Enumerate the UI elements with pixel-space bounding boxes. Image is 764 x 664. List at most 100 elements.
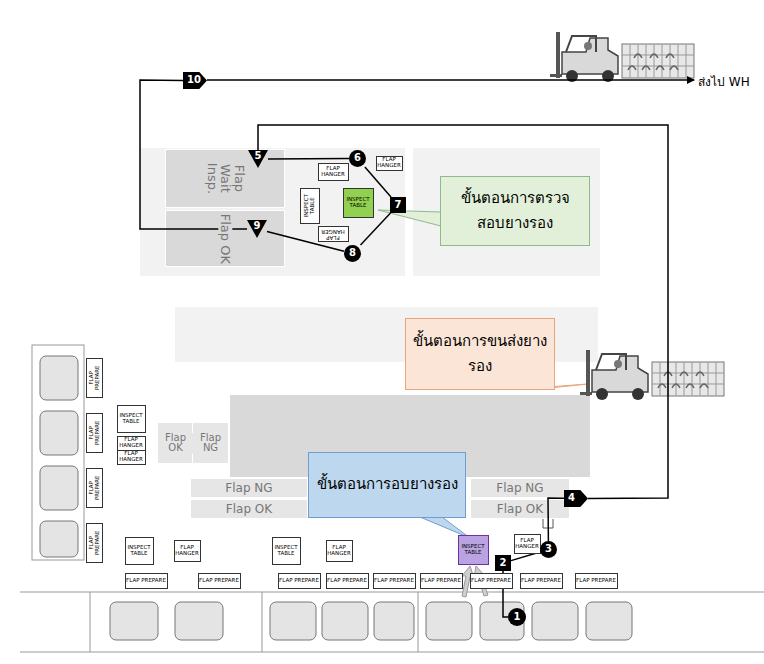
storage-area: Flap OK bbox=[165, 210, 285, 267]
equipment-label: FLAP HANGER bbox=[118, 437, 144, 449]
equipment-box: FLAP PREPARE bbox=[575, 573, 618, 589]
equipment-box: FLAP HANGER bbox=[326, 540, 353, 562]
step-number: 3 bbox=[545, 544, 552, 555]
equipment-label: FLAP HANGER bbox=[319, 166, 347, 178]
step-number: 7 bbox=[395, 200, 402, 211]
equipment-box: FLAP PREPARE bbox=[326, 573, 369, 589]
equipment-label: FLAP HANGER bbox=[377, 157, 401, 169]
callout-tails bbox=[378, 210, 441, 226]
equipment-label: FLAP PREPARE bbox=[374, 578, 414, 584]
area-label: Flap OK bbox=[225, 503, 273, 516]
inventory-triangle: 9 bbox=[247, 220, 267, 238]
equipment-label: FLAP PREPARE bbox=[89, 470, 101, 506]
equipment-label: FLAP PREPARE bbox=[89, 360, 101, 396]
machine-units bbox=[40, 356, 632, 640]
equipment-label: INSPECT TABLE bbox=[459, 544, 487, 556]
floor-regions bbox=[413, 148, 600, 276]
equipment-box: INSPECT TABLE bbox=[272, 537, 301, 565]
step-square: 7 bbox=[390, 197, 406, 213]
area-label: Flap NG bbox=[224, 482, 273, 495]
equipment-box: FLAP HANGER bbox=[376, 156, 403, 171]
storage-area: Flap OK bbox=[157, 422, 194, 464]
area-label: Flap OK bbox=[218, 212, 232, 265]
equipment-box: FLAP HANGER bbox=[117, 450, 146, 465]
equipment-box: FLAP PREPARE bbox=[86, 523, 103, 563]
equipment-box: INSPECT TABLE bbox=[343, 188, 374, 218]
equipment-box: INSPECT TABLE bbox=[458, 535, 489, 565]
equipment-label: FLAP PREPARE bbox=[576, 578, 616, 584]
machine-units bbox=[40, 466, 78, 510]
equipment-label: INSPECT TABLE bbox=[118, 413, 144, 425]
machine-units bbox=[374, 602, 414, 640]
equipment-label: FLAP PREPARE bbox=[89, 525, 101, 561]
machine-units bbox=[110, 602, 158, 640]
step-number: 9 bbox=[254, 220, 261, 231]
equipment-box: INSPECT TABLE bbox=[125, 537, 154, 565]
equipment-box: FLAP HANGER bbox=[318, 226, 349, 242]
storage-area: Flap NG bbox=[190, 478, 308, 498]
callout-text: ขั้นตอนการอบยางรอง bbox=[317, 472, 458, 498]
forklift bbox=[550, 32, 694, 82]
machine-units bbox=[270, 602, 316, 640]
equipment-box: FLAP HANGER bbox=[174, 540, 201, 562]
callout-text: ขั้นตอนการตรวจสอบยางรอง bbox=[447, 186, 583, 237]
equipment-label: FLAP PREPARE bbox=[126, 578, 166, 584]
equipment-box: FLAP HANGER bbox=[318, 163, 349, 181]
step-number: 2 bbox=[500, 558, 507, 569]
machine-units bbox=[586, 602, 632, 640]
inventory-triangle: 5 bbox=[248, 150, 268, 168]
equipment-box: FLAP PREPARE bbox=[86, 413, 103, 453]
step-number: 5 bbox=[255, 150, 262, 161]
arrow-shape bbox=[183, 72, 207, 89]
equipment-label: FLAP HANGER bbox=[327, 545, 351, 557]
equipment-box: INSPECT TABLE bbox=[117, 405, 146, 433]
machine-units bbox=[322, 602, 368, 640]
machine-units bbox=[175, 602, 223, 640]
process-callout: ขั้นตอนการขนส่งยางรอง bbox=[405, 318, 555, 390]
forklift bbox=[580, 350, 724, 400]
step-arrow: 10 bbox=[183, 72, 207, 89]
area-label: Flap Wait Insp. bbox=[205, 151, 246, 206]
step-circle: 1 bbox=[508, 608, 526, 626]
storage-area: Flap OK bbox=[190, 499, 308, 519]
equipment-label: FLAP HANGER bbox=[319, 228, 347, 240]
equipment-box: FLAP PREPARE bbox=[86, 358, 103, 398]
flow-line bbox=[258, 125, 668, 498]
floor-regions bbox=[140, 148, 600, 477]
step-circle: 6 bbox=[349, 150, 366, 167]
equipment-label: FLAP PREPARE bbox=[89, 415, 101, 451]
equipment-label: FLAP HANGER bbox=[175, 545, 199, 557]
storage-area: Flap NG bbox=[470, 478, 570, 498]
step-square: 2 bbox=[495, 555, 511, 571]
floor-regions bbox=[140, 148, 405, 276]
step-circle: 3 bbox=[540, 541, 557, 558]
storage-area: Flap Wait Insp. bbox=[165, 149, 285, 208]
machine-units bbox=[40, 356, 78, 400]
equipment-label: FLAP PREPARE bbox=[471, 578, 511, 584]
equipment-label: FLAP PREPARE bbox=[199, 578, 239, 584]
step-number: 10 bbox=[187, 75, 201, 86]
triangle-shape bbox=[247, 220, 267, 238]
machine-units bbox=[532, 602, 578, 640]
arrow-shape bbox=[564, 490, 588, 507]
equipment-label: INSPECT TABLE bbox=[304, 190, 316, 222]
equipment-box: FLAP PREPARE bbox=[278, 573, 321, 589]
machine-units bbox=[40, 411, 78, 455]
equipment-label: FLAP PREPARE bbox=[279, 578, 319, 584]
step-circle: 8 bbox=[344, 245, 361, 262]
equipment-label: FLAP HANGER bbox=[118, 451, 144, 463]
equipment-box: FLAP HANGER bbox=[117, 436, 146, 451]
storage-area: Flap OK bbox=[470, 499, 570, 519]
storage-area: Flap NG bbox=[192, 422, 229, 464]
step-number: 8 bbox=[349, 248, 356, 259]
arrow-shape bbox=[564, 490, 588, 507]
area-label: Flap NG bbox=[193, 433, 228, 454]
step-number: 4 bbox=[568, 493, 575, 504]
equipment-label: INSPECT TABLE bbox=[126, 545, 152, 557]
machine-units bbox=[426, 602, 472, 640]
equipment-box: INSPECT TABLE bbox=[300, 188, 320, 224]
equipment-box: FLAP PREPARE bbox=[420, 573, 463, 589]
process-callout: ขั้นตอนการตรวจสอบยางรอง bbox=[440, 176, 590, 246]
